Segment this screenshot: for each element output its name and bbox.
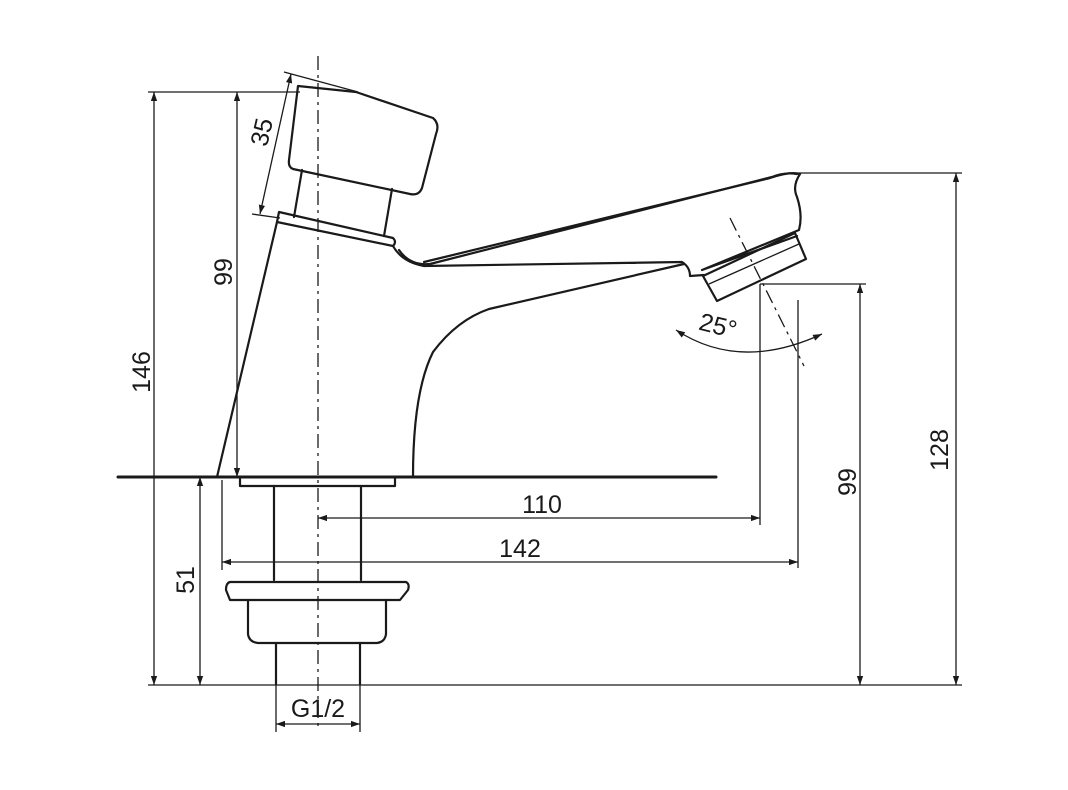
angle-arc-25: [675, 329, 823, 353]
cap-sleeve: [292, 168, 394, 238]
dim-ext-35-top: [283, 71, 359, 93]
spout-top: [397, 172, 799, 266]
dimension-labels: 146 99 35 51 110 142 99 128 25° G1/2: [128, 116, 954, 723]
label-thread: G1/2: [291, 695, 345, 723]
label-142: 142: [499, 535, 541, 563]
aerator-inner: [708, 243, 800, 285]
dimension-lines: [148, 71, 962, 732]
nut-body: [246, 598, 388, 645]
label-25-degrees: 25°: [696, 308, 739, 344]
label-35: 35: [245, 116, 279, 149]
faucet-body-spout: [215, 172, 802, 479]
label-146: 146: [128, 351, 156, 393]
dim-ext-35-bottom: [251, 213, 281, 219]
dim-line-35: [258, 73, 293, 215]
label-51: 51: [172, 566, 200, 594]
faucet-outline: [116, 84, 808, 686]
axis-lines: [317, 56, 805, 730]
aerator-nozzle: [701, 231, 808, 303]
g-thread-connector: [274, 641, 362, 686]
base-flange: [238, 475, 397, 488]
label-99-right: 99: [834, 468, 862, 496]
label-128: 128: [926, 429, 954, 471]
label-99-left: 99: [210, 258, 238, 286]
push-button-cap: [287, 84, 439, 196]
aerator-axis: [729, 217, 805, 367]
fixing-nut: [224, 580, 410, 602]
label-110: 110: [522, 491, 562, 519]
